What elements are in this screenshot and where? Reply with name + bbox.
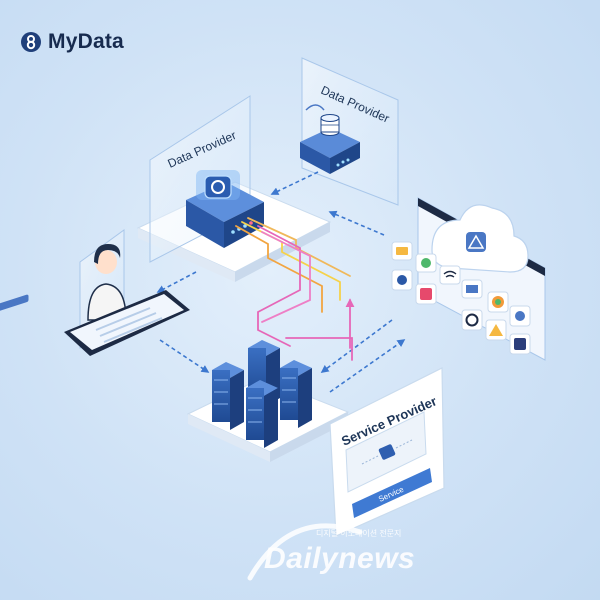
data-provider-right-server [300, 104, 360, 174]
refresh-arrow-icon [305, 104, 325, 111]
dashed-flows [156, 171, 406, 393]
sync-icon [211, 180, 225, 194]
watermark-arc-icon [247, 523, 363, 581]
brand-name: MyData [48, 30, 124, 53]
data-provider-left-chip [204, 175, 232, 199]
data-provider-right-glass-panel [301, 57, 399, 206]
data-line-orange [235, 225, 323, 313]
data-provider-left: Data Provider [136, 95, 332, 282]
flow-left-provider-to-phone [156, 271, 197, 293]
flow-cloud-to-servers [320, 319, 393, 373]
service-button[interactable] [352, 468, 432, 518]
dailynews-watermark: 디지털 이노베이션 전문지 Dailynews [232, 520, 422, 590]
flow-phone-to-servers [159, 339, 210, 373]
service-provider: Service Provider Service [329, 367, 445, 537]
watermark-title: Dailynews [264, 542, 416, 575]
flow-cloud-to-left-provider [328, 210, 385, 236]
data-line-magenta [261, 231, 311, 323]
google-app-icon [461, 309, 483, 331]
smartphone-user [0, 229, 190, 356]
colored-data-lines [235, 217, 355, 361]
app-icon-grid [391, 241, 531, 355]
database-icon [320, 114, 340, 136]
document-chip-icon [378, 444, 396, 460]
data-provider-left-server [186, 170, 264, 248]
data-line-pink-arrow-right [285, 337, 353, 361]
flow-servers-to-cloud [329, 339, 406, 393]
central-servers [186, 340, 350, 462]
brand-header: MyData [20, 30, 124, 54]
cloud-app-platform [391, 197, 546, 361]
data-line-pink [257, 225, 301, 347]
server-rack-left [212, 362, 244, 430]
smartphone [0, 290, 190, 356]
server-rack-right [280, 360, 312, 428]
data-provider-right: Data Provider [300, 57, 399, 206]
data-line-amber [247, 217, 351, 277]
mydata-logo-icon [21, 32, 41, 52]
watermark-subtitle: 디지털 이노베이션 전문지 [316, 529, 402, 538]
flow-right-provider-to-left [270, 171, 319, 195]
server-rack-front [246, 380, 278, 448]
